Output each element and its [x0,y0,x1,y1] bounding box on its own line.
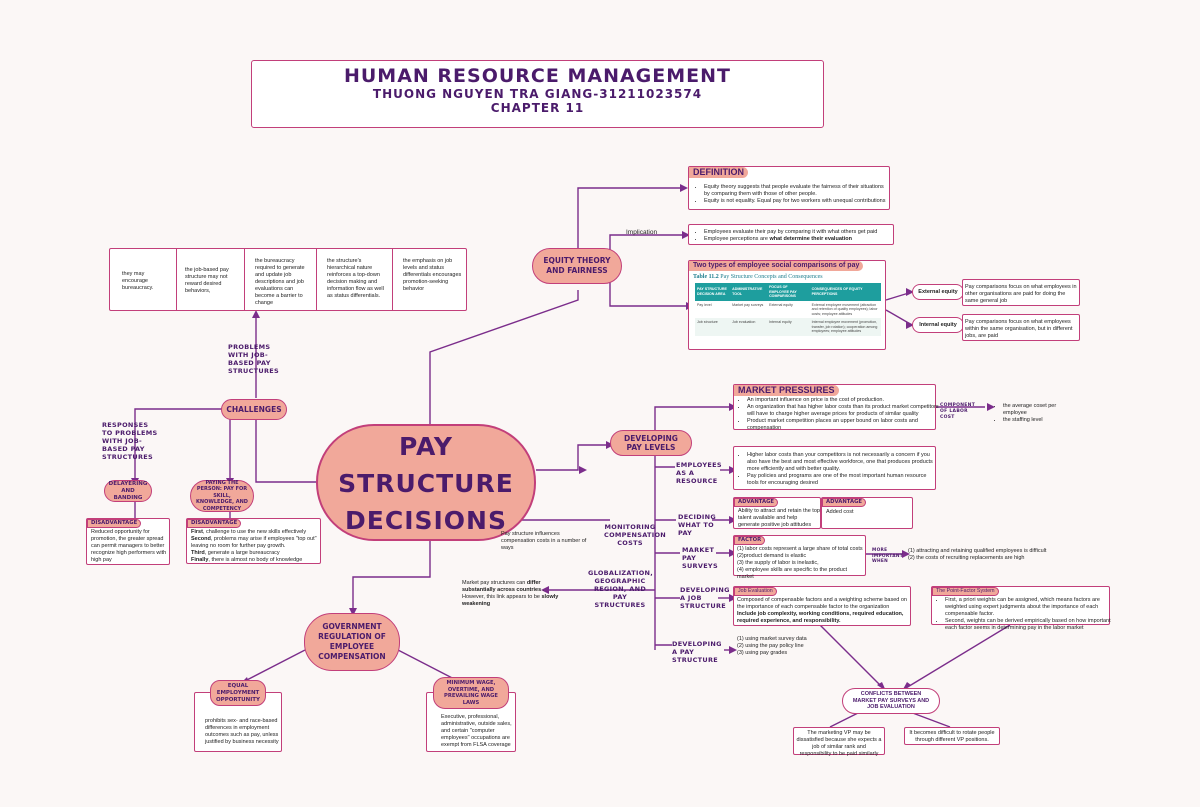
component-list: the average coset per employeethe staffi… [996,403,1076,424]
market-pressures-box: MARKET PRESSURES An important influence … [733,384,939,432]
problem-item: the bureaucracy required to generate and… [245,249,317,310]
pay-structure-list: (1) using market survey data (2) using t… [737,636,807,656]
paying-person-node: PAYING THE PERSON: PAY FOR SKILL, KNOWLE… [190,480,254,512]
problem-item: the job-based pay structure may not rewa… [177,249,245,310]
globalization-label: GLOBALIZATION, GEOGRAPHIC REGION, AND PA… [588,569,654,609]
monitoring-label: MONITORING COMPENSATION COSTS [604,523,667,547]
market-item: Product market competition places an upp… [747,418,939,432]
central-line-1: PAY [398,432,454,461]
delayering-disadvantage-box: DISADVANTAGE Reduced opportunity for pro… [86,518,170,565]
definition-item: Equity theory suggests that people evalu… [704,184,889,198]
delayering-disadvantage-text: Reduced opportunity for promotion, the g… [91,529,167,563]
globalization-text: Market pay structures can differ substan… [462,580,559,607]
conflict-box-2: It becomes difficult to rotate people th… [904,727,1000,745]
market-item: An important influence on price is the c… [747,397,939,404]
internal-equity-desc: Pay comparisons focus on what employees … [962,314,1080,341]
internal-equity-node: Internal equity [912,317,964,333]
implication-item: Employees evaluate their pay by comparin… [704,229,896,236]
conflict-box-1: The marketing VP may be dissatisfied bec… [793,727,885,757]
employees-resource-label: EMPLOYEES AS A RESOURCE [676,461,722,485]
disadvantage-tag: DISADVANTAGE [87,519,142,528]
person-disadvantage-box: DISADVANTAGE First, challenge to use the… [186,518,321,564]
table-header: PAY STRUCTURE DECISION AREA [695,283,731,301]
conflicts-node: CONFLICTS BETWEEN MARKET PAY SURVEYS AND… [842,688,940,714]
pay-structure-table: PAY STRUCTURE DECISION AREA ADMINISTRATI… [695,283,881,336]
point-factor-box: The Point-Factor System First, a priori … [931,586,1111,631]
problem-item: the emphasis on job levels and status di… [403,258,462,292]
market-pressures-title: MARKET PRESSURES [734,385,839,396]
equity-theory-node: EQUITY THEORY AND FAIRNESS [532,248,622,284]
responses-label: RESPONSES TO PROBLEMS WITH JOB-BASED PAY… [102,421,158,461]
comparisons-box: Two types of employee social comparisons… [688,260,886,350]
market-surveys-label: MARKET PAY SURVEYS [682,546,718,570]
minimum-wage-node: MINIMUM WAGE, OVERTIME, AND PREVAILING W… [433,677,509,709]
monitoring-text: Pay structure influences compensation co… [501,531,587,551]
government-node: GOVERNMENT REGULATION OF EMPLOYEE COMPEN… [304,613,400,671]
deciding-advantage-box: ADVANTAGE Ability to attract and retain … [733,497,821,529]
market-item: An organization that has higher labor co… [747,404,939,418]
central-line-3: DECISIONS [345,506,507,535]
external-equity-node: External equity [912,284,964,300]
author-line: THUONG NGUYEN TRA GIANG-31211023574 [372,87,703,101]
component-label: COMPONENT OF LABOR COST [940,403,976,420]
problem-item: the structure's hierarchical nature rein… [317,249,393,310]
delayering-node: DELAYERING AND BANDING [104,480,152,502]
chapter-line: CHAPTER 11 [490,101,585,115]
table-header: CONSEQUENCES OF EQUITY PERCEPTIONS [809,283,881,301]
central-line-2: STRUCTURE [338,469,514,498]
definition-box: DEFINITION Equity theory suggests that p… [688,166,890,210]
more-important-label: MORE IMPORTANT WHEN [872,548,903,564]
implication-item: Employee perceptions are what determine … [704,236,896,243]
title-box: HUMAN RESOURCE MANAGEMENT THUONG NGUYEN … [251,60,824,128]
surveys-factor-box: FACTOR (1) labor costs represent a large… [733,535,866,580]
external-equity-desc: Pay comparisons focus on what employees … [962,279,1080,306]
problems-box: they may encourage bureaucracy. the job-… [109,248,467,311]
job-evaluation-box: Job Evaluation Composed of compensable f… [733,586,911,626]
implication-label: Implication [626,229,658,236]
definition-title: DEFINITION [689,167,748,178]
comparisons-title: Two types of employee social comparisons… [689,261,864,271]
disadvantage-tag: DISADVANTAGE [187,519,242,528]
equal-employment-node: EQUAL EMPLOYMENT OPPORTUNITY [210,680,266,706]
definition-item: Equity is not equality. Equal pay for tw… [704,198,889,205]
more-important-list: (1) attracting and retaining qualified e… [908,548,1047,561]
employees-resource-box: Higher labor costs than your competitors… [733,446,936,490]
table-header: ADMINISTRATIVE TOOL [730,283,768,301]
developing-pay-levels-node: DEVELOPING PAY LEVELS [610,430,692,456]
central-topic: PAY STRUCTURE DECISIONS [316,424,536,541]
deciding-label: DECIDING WHAT TO PAY [678,513,717,537]
person-disadvantage-text: First, challenge to use the new skills e… [191,529,317,563]
implication-box: Employees evaluate their pay by comparin… [688,224,894,245]
challenges-label: CHALLENGES [226,405,282,414]
problems-label: PROBLEMS WITH JOB-BASED PAY STRUCTURES [228,343,280,375]
table-caption: Table 11.2 Pay Structure Concepts and Co… [693,274,823,280]
deciding-cost-box: ADVANTAGE Added cost [821,497,913,529]
equity-theory-label: EQUITY THEORY AND FAIRNESS [543,256,611,275]
pay-structure-label: DEVELOPING A PAY STRUCTURE [672,640,722,664]
page-title: HUMAN RESOURCE MANAGEMENT [343,65,732,87]
challenges-node: CHALLENGES [221,399,287,420]
job-structure-label: DEVELOPING A JOB STRUCTURE [680,586,730,610]
problem-item: they may encourage bureaucracy. [110,249,177,310]
table-header: FOCUS OF EMPLOYEE PAY COMPARISONS [767,283,810,301]
